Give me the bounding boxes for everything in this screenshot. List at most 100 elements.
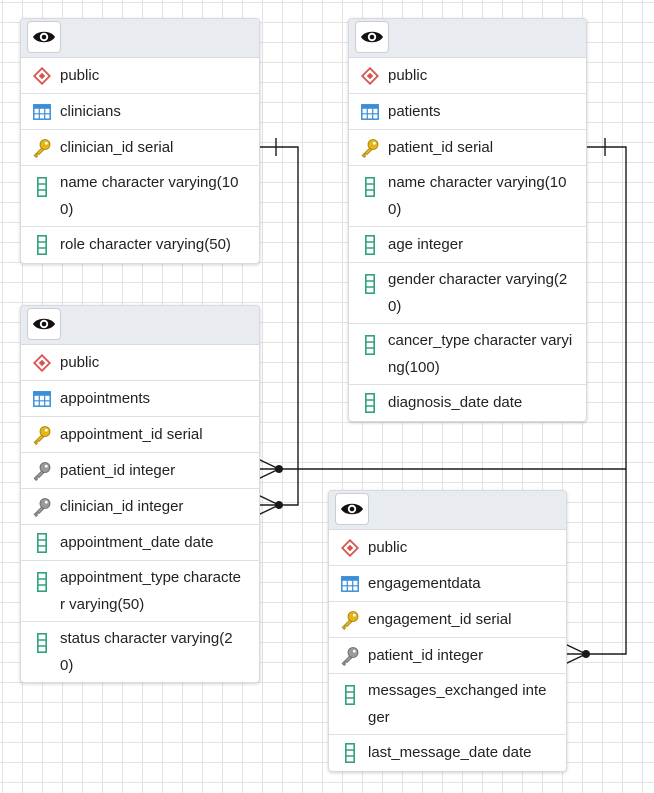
column-row[interactable]: cancer_type character varyi ng(100) xyxy=(349,324,586,385)
column-row[interactable]: clinician_id integer xyxy=(21,489,259,525)
column-row[interactable]: appointment_date date xyxy=(21,525,259,561)
table-name: clinicians xyxy=(60,102,121,120)
column-name-line: appointment_type characte xyxy=(60,569,241,586)
foreign-key-icon xyxy=(33,497,51,517)
eye-icon xyxy=(33,318,55,330)
schema-row[interactable]: public xyxy=(349,58,586,94)
column-icon xyxy=(37,571,47,592)
column-name: patient_id integer xyxy=(60,461,176,479)
column-icon xyxy=(365,334,375,355)
schema-name: public xyxy=(60,66,100,84)
foreign-key-icon xyxy=(341,646,359,666)
toggle-visibility-button[interactable] xyxy=(355,21,389,53)
column-name-line: name character varying(10 xyxy=(388,174,567,191)
table-node-patients[interactable]: public patients patient_id serial name c… xyxy=(348,18,587,422)
column-name-line: cancer_type character varyi xyxy=(388,332,573,349)
column-icon xyxy=(365,273,375,294)
column-icon xyxy=(345,684,355,705)
column-name-line: 0) xyxy=(388,201,402,218)
table-name-row[interactable]: engagementdata xyxy=(329,566,566,602)
table-name-row[interactable]: patients xyxy=(349,94,586,130)
table-node-appointments[interactable]: public appointments appointment_id seria… xyxy=(20,305,260,683)
table-icon xyxy=(33,390,51,407)
schema-name: public xyxy=(60,353,100,371)
column-row[interactable]: age integer xyxy=(349,227,586,263)
column-name-line: r varying(50) xyxy=(60,596,145,613)
eye-icon xyxy=(341,503,363,515)
column-name-line: name character varying(10 xyxy=(60,174,239,191)
column-icon xyxy=(365,393,375,413)
column-name: last_message_date date xyxy=(368,744,532,761)
column-row[interactable]: patient_id integer xyxy=(21,453,259,489)
toggle-visibility-button[interactable] xyxy=(335,493,369,525)
table-name-row[interactable]: appointments xyxy=(21,381,259,417)
column-name-line: ng(100) xyxy=(388,359,440,376)
table-name-row[interactable]: clinicians xyxy=(21,94,259,130)
column-row[interactable]: clinician_id serial xyxy=(21,130,259,166)
schema-icon xyxy=(361,66,379,85)
column-icon xyxy=(37,532,47,553)
table-name: engagementdata xyxy=(368,574,481,592)
node-header xyxy=(21,306,259,345)
schema-icon xyxy=(33,66,51,85)
toggle-visibility-button[interactable] xyxy=(27,21,61,53)
column-name: appointment_id serial xyxy=(60,425,203,443)
column-name: diagnosis_date date xyxy=(388,394,523,411)
primary-key-icon xyxy=(33,425,51,445)
column-name: gender character varying(2 0) xyxy=(388,266,580,320)
rel-patients-engagementdata xyxy=(565,469,627,655)
column-name: name character varying(10 0) xyxy=(60,169,253,223)
column-name: clinician_id serial xyxy=(60,138,174,156)
column-name: cancer_type character varyi ng(100) xyxy=(388,327,580,381)
column-icon xyxy=(37,176,47,197)
table-name: patients xyxy=(388,102,441,120)
column-row[interactable]: last_message_date date xyxy=(329,735,566,771)
column-name-line: gender character varying(2 xyxy=(388,271,568,288)
schema-row[interactable]: public xyxy=(329,530,566,566)
column-row[interactable]: name character varying(10 0) xyxy=(21,166,259,227)
primary-key-icon xyxy=(33,138,51,158)
column-row[interactable]: appointment_type characte r varying(50) xyxy=(21,561,259,622)
column-name: role character varying(50) xyxy=(60,236,231,253)
table-name: appointments xyxy=(60,389,151,407)
node-header xyxy=(349,19,586,58)
column-icon xyxy=(365,176,375,197)
toggle-visibility-button[interactable] xyxy=(27,308,61,340)
column-name: engagement_id serial xyxy=(368,610,512,628)
rel-clinicians-appointments xyxy=(258,146,299,506)
column-row[interactable]: role character varying(50) xyxy=(21,227,259,263)
column-row[interactable]: gender character varying(2 0) xyxy=(349,263,586,324)
primary-key-icon xyxy=(361,138,379,158)
column-icon xyxy=(365,234,375,255)
eye-icon xyxy=(361,31,383,43)
column-row[interactable]: engagement_id serial xyxy=(329,602,566,638)
column-name-line: status character varying(2 xyxy=(60,630,233,647)
schema-icon xyxy=(33,353,51,372)
column-row[interactable]: patient_id serial xyxy=(349,130,586,166)
column-row[interactable]: diagnosis_date date xyxy=(349,385,586,421)
schema-row[interactable]: public xyxy=(21,345,259,381)
node-header xyxy=(329,491,566,530)
column-row[interactable]: patient_id integer xyxy=(329,638,566,674)
column-row[interactable]: appointment_id serial xyxy=(21,417,259,453)
table-node-engagementdata[interactable]: public engagementdata engagement_id seri… xyxy=(328,490,567,772)
column-row[interactable]: name character varying(10 0) xyxy=(349,166,586,227)
table-icon xyxy=(361,103,379,120)
column-icon xyxy=(37,235,47,255)
column-name-line: 0) xyxy=(60,201,74,218)
schema-row[interactable]: public xyxy=(21,58,259,94)
column-name-line: 0) xyxy=(388,298,402,315)
column-name: appointment_date date xyxy=(60,533,214,551)
table-node-clinicians[interactable]: public clinicians clinician_id serial na… xyxy=(20,18,260,264)
column-icon xyxy=(345,743,355,763)
column-name-line: ger xyxy=(368,709,390,726)
column-name: patient_id integer xyxy=(368,646,484,664)
schema-name: public xyxy=(368,538,408,556)
primary-key-icon xyxy=(341,610,359,630)
column-name: clinician_id integer xyxy=(60,497,184,515)
schema-name: public xyxy=(388,66,428,84)
